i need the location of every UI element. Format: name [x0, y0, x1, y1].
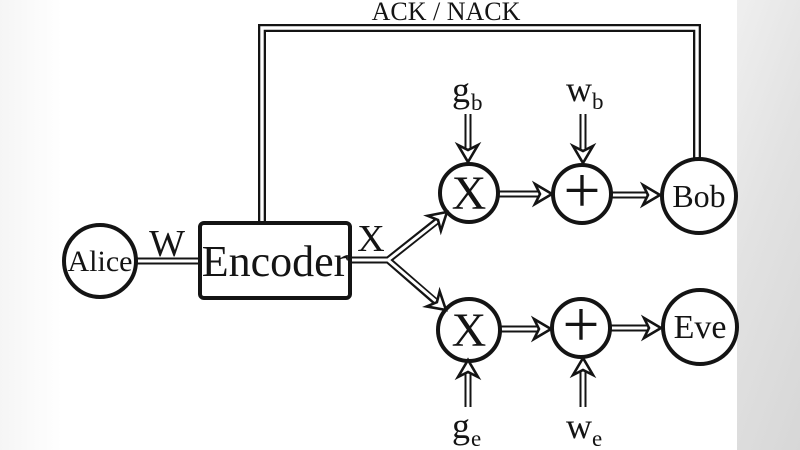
alice-node: [62, 223, 138, 299]
gain-bob-subscript: b: [471, 90, 483, 115]
multiplier-eve-label: X: [452, 304, 487, 357]
message-signal-label: W: [149, 223, 185, 265]
alice-label: Alice: [68, 245, 133, 278]
arrowhead-branch-to-eve-channel: [422, 286, 448, 312]
branch-to-eve-channel-link-inner: [387, 258, 439, 305]
bob-node: [660, 157, 738, 235]
gain-bob-label: g: [452, 70, 470, 110]
arrowhead-noise-eve: [569, 355, 597, 379]
adder-bob-label: +: [563, 154, 600, 227]
arrowhead-adder-eve: [640, 314, 664, 342]
arrowhead-multiplier-adder-eve: [530, 315, 554, 343]
arrowhead-branch-to-bob-channel: [423, 210, 449, 236]
feedback-link-inner: [260, 26, 699, 224]
eve-label: Eve: [674, 309, 727, 346]
noise-bob-subscript: b: [592, 89, 604, 114]
arrowhead-noise-bob: [569, 142, 597, 166]
adder-eve-label: +: [562, 288, 599, 361]
feedback-label: ACK / NACK: [372, 0, 521, 26]
encoder-block: [198, 221, 352, 300]
adder-eve-node: [550, 297, 612, 359]
eve-node: [661, 288, 739, 366]
background-shade-left: [0, 0, 62, 450]
arrowhead-adder-bob: [639, 181, 663, 209]
multiplier-bob-label: X: [452, 167, 487, 220]
gain-eve-subscript: e: [471, 426, 481, 450]
bob-label: Bob: [672, 178, 725, 214]
codeword-signal-label: X: [357, 218, 384, 260]
gain-eve-label: g: [452, 406, 470, 446]
noise-bob-label: w: [566, 69, 592, 109]
branch-to-bob-channel-link-inner: [387, 217, 441, 262]
background-shade-right: [737, 0, 800, 450]
arrowhead-gain-eve: [454, 357, 482, 381]
noise-eve-subscript: e: [592, 426, 602, 450]
arrowhead-multiplier-adder-bob: [531, 180, 555, 208]
encoder-label: Encoder: [202, 237, 349, 286]
noise-eve-label: w: [566, 406, 592, 446]
multiplier-bob-node: [438, 162, 500, 224]
arrowhead-gain-bob: [454, 141, 482, 165]
